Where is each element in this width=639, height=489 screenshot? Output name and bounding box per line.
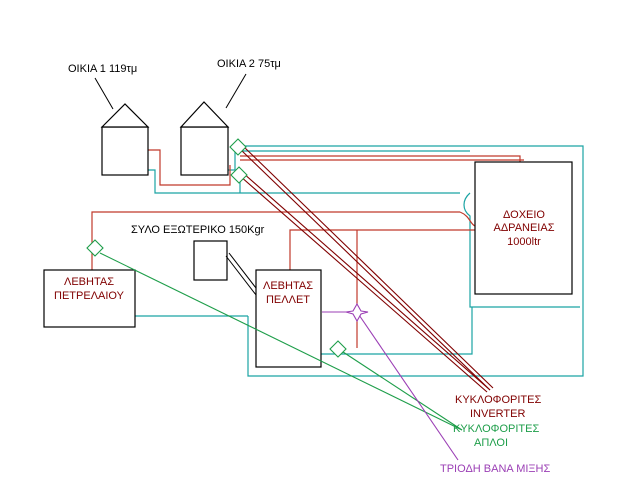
return-pipe-top-long [240, 145, 584, 292]
house-1-roof [100, 103, 150, 128]
storage-tank-line3: 1000ltr [507, 236, 541, 248]
supply-pipe-pellet-up [289, 229, 475, 270]
inverter-pump-pointers [239, 145, 494, 393]
supply-pipe-oil [91, 211, 460, 270]
supply-pipe-house1 [148, 149, 231, 186]
simple-pump-pointers [99, 252, 463, 431]
house-1-pointer [94, 77, 114, 110]
storage-tank: ΔΟΧΕΙΟ ΑΔΡΑΝΕΙΑΣ 1000ltr [474, 161, 573, 295]
inverter-pointer-2 [242, 145, 494, 389]
simple-pump-house1-icon [229, 138, 247, 156]
return-pipes [135, 145, 584, 377]
silo-body [193, 240, 228, 281]
house-1-body [101, 126, 149, 176]
oil-boiler-line2: ΠΕΤΡΕΛΑΙΟΥ [54, 290, 125, 302]
storage-tank-body [474, 161, 573, 295]
pellet-boiler-line1: ΛΕΒΗΤΑΣ [263, 280, 313, 292]
legend-valve: ΤΡΙΟΔΗ ΒΑΝΑ ΜΙΞΗΣ [440, 463, 551, 475]
simple-pump-pellet-icon [329, 340, 347, 358]
simple-pointer-2 [339, 349, 463, 431]
house-1: ΟΙΚΙΑ 1 119τμ [68, 63, 150, 176]
pellet-boiler-body [255, 269, 322, 368]
pellet-boiler-line2: ΠΕΛΛΕΤ [266, 294, 310, 306]
oil-boiler-body [43, 269, 136, 328]
simple-pointer-1 [99, 252, 463, 431]
oil-boiler-line1: ΛΕΒΗΤΑΣ [64, 276, 114, 288]
inverter-pointer-4 [242, 172, 491, 391]
house-1-label: ΟΙΚΙΑ 1 119τμ [68, 63, 137, 75]
return-pipe-bottom [247, 292, 584, 377]
return-pipe-house1 [148, 169, 460, 194]
mixing-valve-shape [345, 302, 369, 323]
return-pipe-right-loop [463, 192, 580, 308]
legend: ΚΥΚΛΟΦΟΡΙΤΕΣ INVERTER ΚΥΚΛΟΦΟΡΙΤΕΣ ΑΠΛΟΙ… [440, 394, 551, 475]
legend-inverter-line2: INVERTER [470, 408, 525, 420]
pellet-boiler: ΛΕΒΗΤΑΣ ΠΕΛΛΕΤ [255, 269, 322, 368]
simple-pump-oil-icon [86, 239, 104, 257]
house-2: ΟΙΚΙΑ 2 75τμ [179, 58, 281, 176]
supply-pipe-top-1 [240, 155, 521, 162]
legend-inverter-line1: ΚΥΚΛΟΦΟΡΙΤΕΣ [455, 394, 541, 406]
storage-tank-line1: ΔΟΧΕΙΟ [503, 209, 545, 221]
mixing-valve-icon [345, 302, 369, 323]
legend-simple-line1: ΚΥΚΛΟΦΟΡΙΤΕΣ [453, 423, 539, 435]
inverter-pointer-1 [239, 148, 491, 391]
return-pipe-pellet-mid [320, 307, 473, 355]
oil-boiler: ΛΕΒΗΤΑΣ ΠΕΤΡΕΛΑΙΟΥ [43, 269, 136, 328]
valve-pointer-1 [356, 311, 459, 461]
house-2-roof [179, 101, 230, 128]
simple-pump-house2-icon [230, 166, 248, 184]
house-2-pointer [225, 73, 247, 109]
house-2-body [180, 126, 229, 176]
legend-simple-line2: ΑΠΛΟΙ [474, 437, 508, 449]
inverter-pointer-3 [239, 175, 488, 393]
silo-label: ΣΥΛΟ ΕΞΩΤΕΡΙΚΟ 150Kgr [131, 224, 265, 236]
house-2-label: ΟΙΚΙΑ 2 75τμ [217, 58, 281, 70]
storage-tank-line2: ΑΔΡΑΝΕΙΑΣ [493, 222, 554, 234]
simple-pumps [86, 138, 347, 358]
supply-pipe-right-arc [459, 211, 476, 227]
